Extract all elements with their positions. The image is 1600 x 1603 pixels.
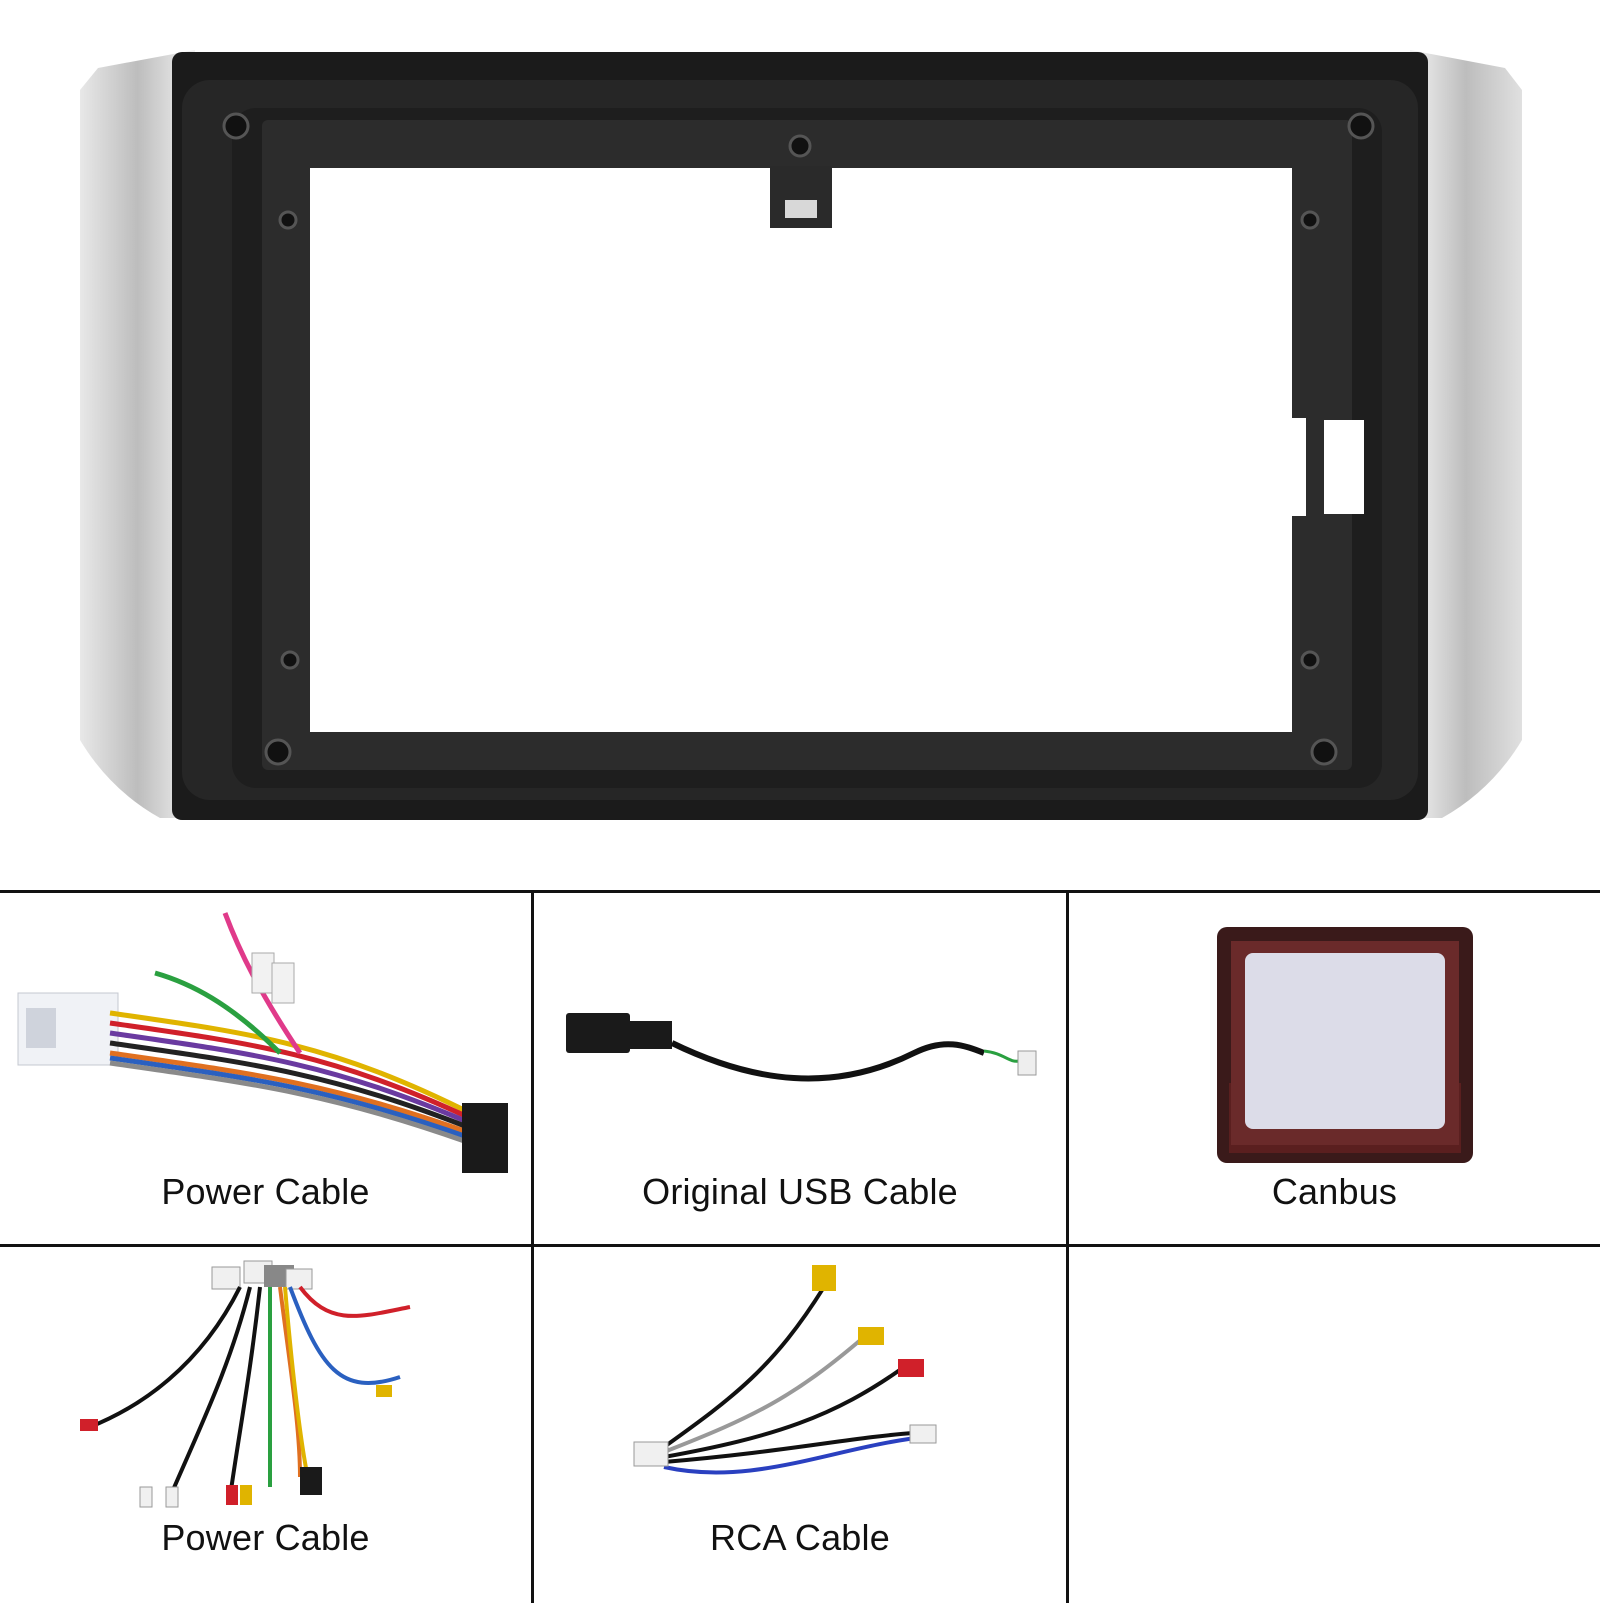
power-cable-harness-rca-icon bbox=[80, 1260, 411, 1508]
accessory-label: Power Cable bbox=[161, 1517, 370, 1558]
accessories-grid: Power Cable Original USB Cable Canbus bbox=[0, 890, 1600, 1603]
empty-cell bbox=[1069, 1247, 1600, 1603]
power-cable-harness-icon bbox=[17, 912, 508, 1173]
accessory-label: Canbus bbox=[1271, 1171, 1398, 1212]
grid-divider bbox=[531, 893, 534, 1603]
accessory-cell: RCA Cable bbox=[534, 1247, 1066, 1603]
dash-frame-image bbox=[80, 50, 1522, 820]
grid-divider bbox=[1066, 893, 1069, 1603]
accessory-label: RCA Cable bbox=[710, 1517, 890, 1558]
rca-cable-icon bbox=[633, 1265, 937, 1475]
accessory-label: Original USB Cable bbox=[642, 1171, 958, 1212]
accessory-label: Power Cable bbox=[161, 1171, 370, 1212]
grid-divider bbox=[0, 1244, 1600, 1247]
usb-cable-icon bbox=[566, 1013, 1037, 1082]
accessory-cell: Power Cable bbox=[0, 893, 531, 1244]
canbus-box-icon bbox=[1217, 927, 1473, 1163]
accessory-cell: Original USB Cable bbox=[534, 893, 1066, 1244]
accessory-cell: Power Cable bbox=[0, 1247, 531, 1603]
dash-frame-icon bbox=[80, 50, 1522, 820]
accessory-cell: Canbus bbox=[1069, 893, 1600, 1244]
